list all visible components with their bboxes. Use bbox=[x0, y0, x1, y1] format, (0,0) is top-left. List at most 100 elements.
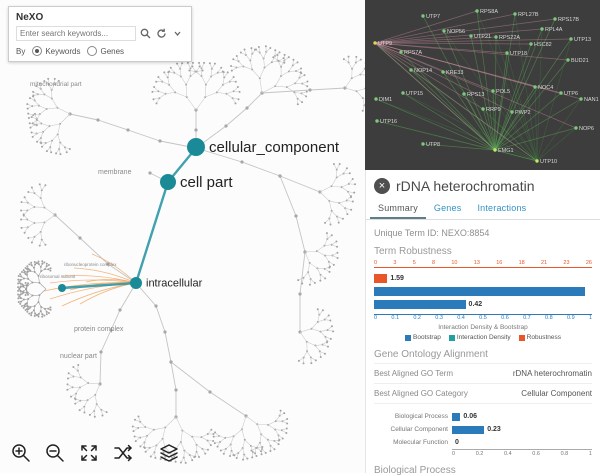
gene-node[interactable] bbox=[494, 35, 497, 38]
gene-node[interactable] bbox=[579, 97, 582, 100]
gene-label[interactable]: UTP8 bbox=[426, 142, 440, 148]
tree-minor-label[interactable]: membrane bbox=[98, 169, 132, 176]
legend-item: Bootstrap bbox=[405, 334, 441, 341]
tree-term-label[interactable]: intracellular bbox=[146, 278, 203, 290]
gene-label[interactable]: DIM1 bbox=[379, 97, 392, 103]
gene-label[interactable]: UTP7 bbox=[426, 14, 440, 20]
search-input[interactable] bbox=[16, 26, 136, 41]
gene-label[interactable]: RPS13 bbox=[467, 92, 484, 98]
gene-node[interactable] bbox=[442, 29, 445, 32]
gene-node[interactable] bbox=[566, 58, 569, 61]
gene-node[interactable] bbox=[574, 126, 577, 129]
refresh-icon[interactable] bbox=[155, 27, 168, 40]
gene-label[interactable]: UTP9 bbox=[378, 41, 392, 47]
gene-label[interactable]: RPS22A bbox=[499, 35, 520, 41]
gene-node[interactable] bbox=[553, 17, 556, 20]
tab-genes[interactable]: Genes bbox=[426, 198, 470, 219]
tree-term-node[interactable] bbox=[160, 174, 176, 190]
gene-node[interactable] bbox=[399, 50, 402, 53]
radio-genes[interactable]: Genes bbox=[87, 46, 124, 56]
gene-label[interactable]: BUD21 bbox=[571, 58, 589, 64]
gene-label[interactable]: PWP2 bbox=[515, 110, 531, 116]
gene-label[interactable]: NOC4 bbox=[538, 85, 553, 91]
gene-label[interactable]: EMG1 bbox=[498, 148, 514, 154]
gene-label[interactable]: UTP18 bbox=[510, 51, 527, 57]
gene-node[interactable] bbox=[441, 70, 444, 73]
gene-label[interactable]: RPL27B bbox=[518, 12, 539, 18]
gene-node[interactable] bbox=[569, 37, 572, 40]
gene-node[interactable] bbox=[401, 91, 404, 94]
gene-node[interactable] bbox=[375, 119, 378, 122]
gene-label[interactable]: UTP15 bbox=[406, 91, 423, 97]
gene-node[interactable] bbox=[529, 42, 532, 45]
gene-node[interactable] bbox=[373, 41, 376, 44]
fit-button[interactable] bbox=[76, 441, 102, 467]
gene-label[interactable]: KRE33 bbox=[446, 70, 463, 76]
gene-label[interactable]: RPL4A bbox=[545, 27, 563, 33]
gene-label[interactable]: RRP9 bbox=[486, 107, 501, 113]
gene-node[interactable] bbox=[510, 110, 513, 113]
gene-node[interactable] bbox=[491, 89, 494, 92]
gene-label[interactable]: RPS17B bbox=[558, 17, 579, 23]
tree-term-label[interactable]: cell part bbox=[180, 174, 233, 191]
chevron-down-icon[interactable] bbox=[171, 27, 184, 40]
tree-minor-label[interactable]: ribosomal subunit bbox=[40, 274, 76, 279]
tree-minor-label[interactable]: nuclear part bbox=[60, 353, 97, 360]
fit-to-screen-icon bbox=[78, 442, 100, 464]
tree-term-node[interactable] bbox=[130, 277, 142, 289]
expand-tree-button[interactable] bbox=[110, 441, 136, 467]
radio-keywords[interactable]: Keywords bbox=[32, 46, 80, 56]
gene-label[interactable]: HSC82 bbox=[534, 42, 552, 48]
gene-node[interactable] bbox=[475, 9, 478, 12]
gene-node[interactable] bbox=[469, 34, 472, 37]
gene-node[interactable] bbox=[421, 142, 424, 145]
zoom-out-button[interactable] bbox=[42, 441, 68, 467]
gene-label[interactable]: UTP16 bbox=[380, 119, 397, 125]
layers-button[interactable] bbox=[156, 441, 182, 467]
gene-node[interactable] bbox=[535, 159, 538, 162]
tree-minor-label[interactable]: ribonucleoprotein complex bbox=[64, 262, 117, 267]
close-icon[interactable]: × bbox=[374, 178, 390, 194]
tree-minor-label[interactable]: protein complex bbox=[74, 326, 124, 333]
gene-node[interactable] bbox=[505, 51, 508, 54]
gene-node[interactable] bbox=[462, 92, 465, 95]
gene-node[interactable] bbox=[513, 12, 516, 15]
gene-label[interactable]: UTP21 bbox=[474, 34, 491, 40]
zoom-in-button[interactable] bbox=[8, 441, 34, 467]
tab-summary[interactable]: Summary bbox=[370, 198, 426, 219]
legend-item: Robustness bbox=[519, 334, 561, 341]
gene-label[interactable]: RPS8A bbox=[480, 9, 498, 15]
gene-node[interactable] bbox=[409, 68, 412, 71]
bar-value-label: 0.06 bbox=[463, 413, 477, 420]
tree-term-label[interactable]: cellular_component bbox=[209, 139, 340, 156]
gene-node[interactable] bbox=[559, 91, 562, 94]
gene-label[interactable]: NOP14 bbox=[414, 68, 432, 74]
tree-term-node[interactable] bbox=[187, 138, 205, 156]
gene-label[interactable]: UTP13 bbox=[574, 37, 591, 43]
gene-node[interactable] bbox=[374, 97, 377, 100]
tab-interactions[interactable]: Interactions bbox=[469, 198, 534, 219]
tree-term-node[interactable] bbox=[58, 284, 66, 292]
bar-interaction-density bbox=[374, 300, 466, 309]
gene-node[interactable] bbox=[533, 85, 536, 88]
gene-label[interactable]: NOP6 bbox=[579, 126, 594, 132]
gene-label[interactable]: RPS7A bbox=[404, 50, 422, 56]
gene-label[interactable]: UTP10 bbox=[540, 159, 557, 165]
tree-minor-label[interactable]: mitochondrial part bbox=[30, 81, 82, 88]
gene-node[interactable] bbox=[493, 148, 496, 151]
search-icon[interactable] bbox=[139, 27, 152, 40]
gene-node[interactable] bbox=[481, 107, 484, 110]
gene-node[interactable] bbox=[421, 14, 424, 17]
gene-label[interactable]: NAN1 bbox=[584, 97, 599, 103]
gene-label[interactable]: NOP56 bbox=[447, 29, 465, 35]
gene-node[interactable] bbox=[540, 27, 543, 30]
gene-label[interactable]: UTP6 bbox=[564, 91, 578, 97]
gene-label[interactable]: POL5 bbox=[496, 89, 510, 95]
